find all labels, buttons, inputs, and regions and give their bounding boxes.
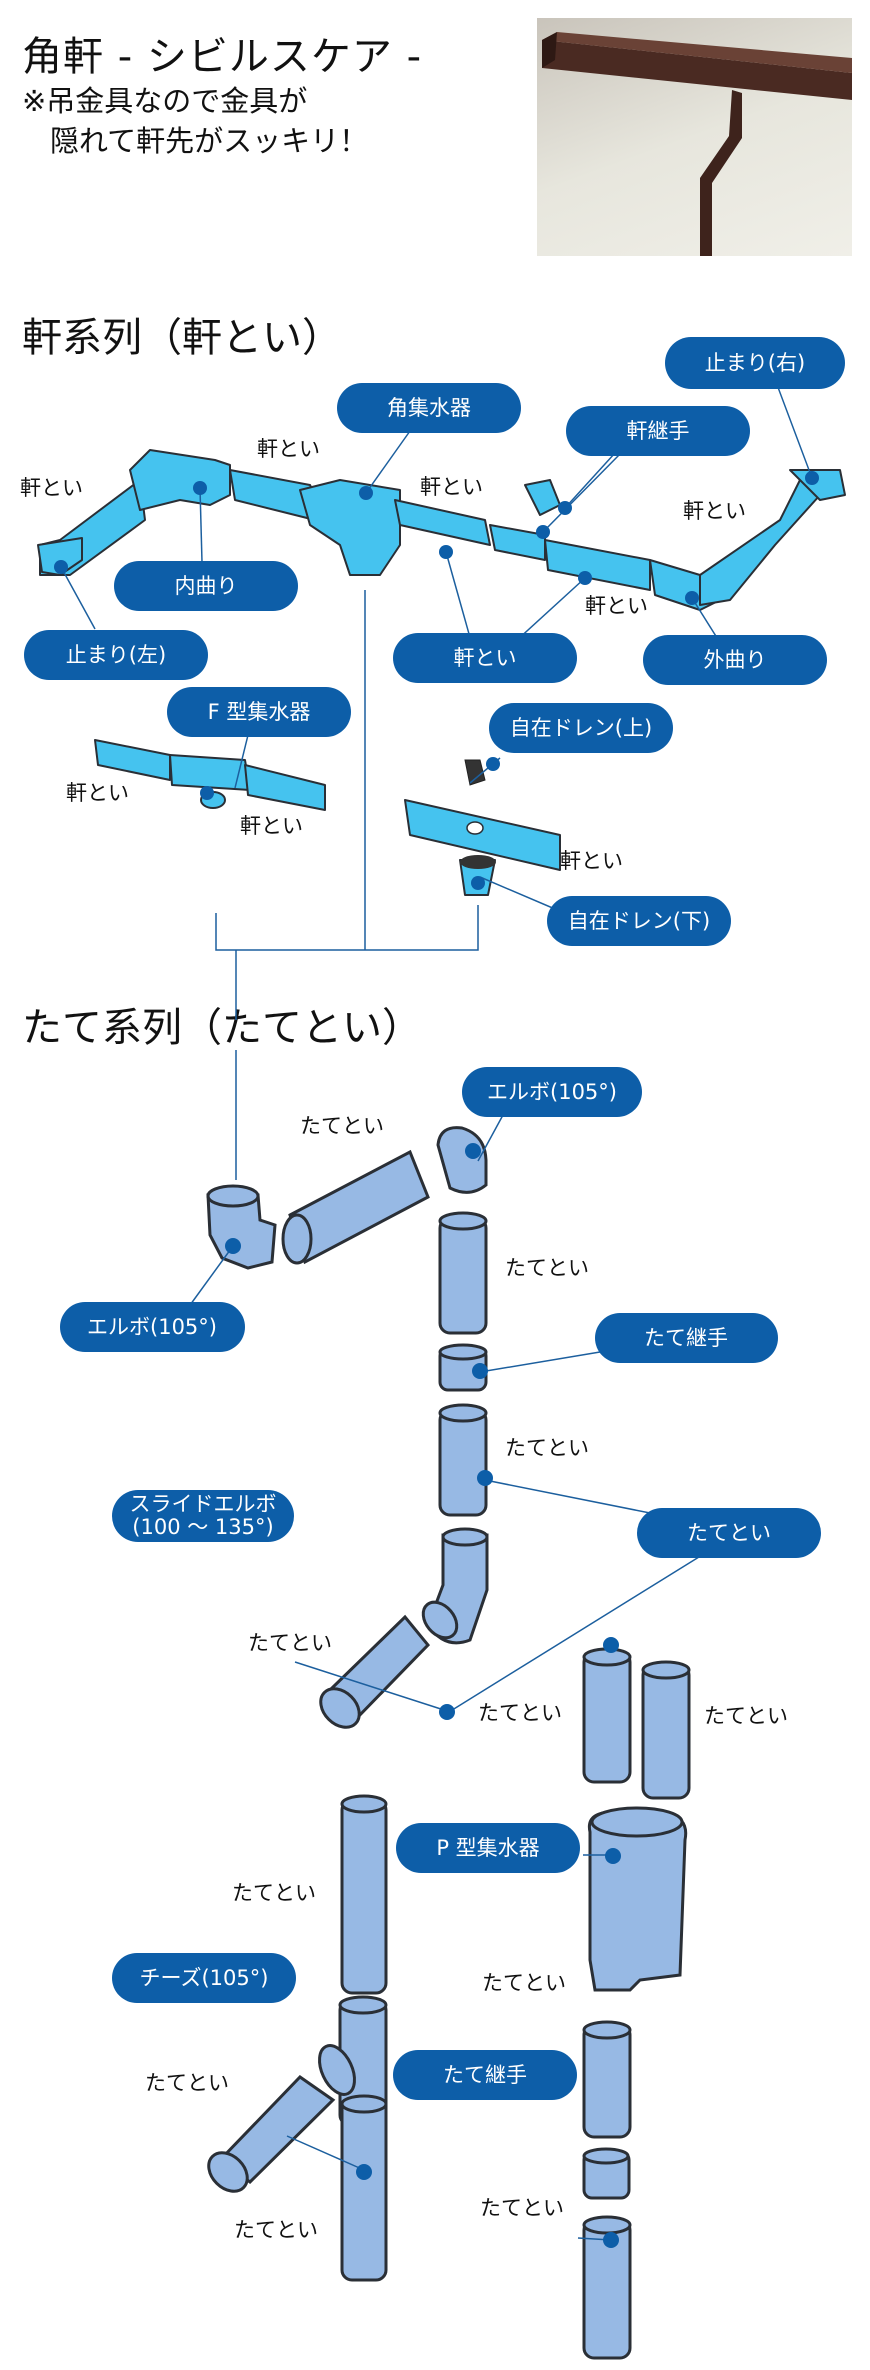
- label-tate-toi: たてとい: [232, 1881, 316, 1905]
- callout-label: P 型集水器: [436, 1836, 539, 1860]
- callout-label: 角集水器: [387, 396, 471, 420]
- dot-tomari-right: [805, 471, 819, 485]
- dot-slide-elbow: [439, 1704, 455, 1720]
- callout-tate-toi: たてとい: [637, 1508, 821, 1558]
- dot-noki-toi-b: [578, 571, 592, 585]
- callout-label: チーズ(105°): [140, 1966, 269, 1990]
- label-noki-toi: 軒とい: [66, 781, 129, 805]
- callout-label: 止まり(右): [705, 351, 805, 375]
- callout-label: エルボ(105°): [487, 1080, 617, 1104]
- callout-f-shusuiki: F 型集水器: [167, 687, 351, 737]
- callout-label: エルボ(105°): [87, 1315, 217, 1339]
- label-tate-toi: たてとい: [505, 1256, 589, 1280]
- dot-tomari-left: [54, 560, 68, 574]
- callout-noki-toi: 軒とい: [393, 633, 577, 683]
- label-tate-toi: たてとい: [145, 2071, 229, 2095]
- callout-p-shusuiki: P 型集水器: [396, 1823, 580, 1873]
- downspout-parts: [206, 1126, 691, 2360]
- callout-label: 自在ドレン(上): [510, 716, 652, 740]
- callout-tate-tsugite-1: たて継手: [595, 1313, 778, 1363]
- callout-elbow-left: エルボ(105°): [60, 1302, 245, 1352]
- label-noki-toi: 軒とい: [560, 849, 623, 873]
- subtitle-line-2: 隠れて軒先がスッキリ！: [50, 124, 369, 158]
- label-tate-toi: たてとい: [234, 2218, 318, 2242]
- dot-drain-down: [471, 876, 485, 890]
- callout-label: 外曲り: [704, 648, 767, 672]
- subtitle-line-1: ※吊金具なので金具が: [22, 84, 308, 118]
- dot-elbow-top: [465, 1143, 481, 1159]
- label-noki-toi: 軒とい: [683, 499, 746, 523]
- drain-assembly: [404, 759, 561, 896]
- callout-cheese: チーズ(105°): [112, 1953, 296, 2003]
- dot-f-shusuiki: [200, 786, 214, 800]
- dot-tate-tsugite-1: [472, 1363, 488, 1379]
- callout-label: スライドエルボ: [130, 1492, 277, 1516]
- callout-jizai-drain-down: 自在ドレン(下): [547, 896, 731, 946]
- label-tate-toi: たてとい: [478, 1701, 562, 1725]
- label-tate-toi: たてとい: [300, 1114, 384, 1138]
- callout-label: 軒とい: [454, 646, 517, 670]
- callout-label: 自在ドレン(下): [568, 909, 710, 933]
- dot-p-shusuiki: [605, 1848, 621, 1864]
- dot-cheese: [356, 2164, 372, 2180]
- label-noki-toi: 軒とい: [420, 475, 483, 499]
- label-noki-toi: 軒とい: [257, 437, 320, 461]
- section-heading-noki: 軒系列（軒とい）: [22, 315, 342, 361]
- label-tate-toi: たてとい: [704, 1704, 788, 1728]
- callout-label: (100 ～ 135°): [132, 1515, 273, 1539]
- eaves-plain-labels: 軒とい: [20, 476, 83, 500]
- label-noki-toi: 軒とい: [20, 476, 83, 500]
- f-collector-assembly: [94, 739, 326, 811]
- callout-label: F 型集水器: [208, 700, 311, 724]
- callout-sotomagari: 外曲り: [643, 635, 827, 685]
- main-title: 角軒 - シビルスケア -: [22, 34, 423, 80]
- callout-jizai-drain-up: 自在ドレン(上): [489, 703, 673, 753]
- callout-uchimagari: 内曲り: [114, 561, 298, 611]
- downspout-callout-dots: [225, 1143, 621, 2248]
- callout-label: たて継手: [644, 1326, 728, 1350]
- dot-tate-toi-b: [603, 1637, 619, 1653]
- callout-label: たてとい: [687, 1521, 771, 1545]
- dot-tsugite-a: [558, 501, 572, 515]
- product-photo: [537, 18, 852, 256]
- label-tate-toi: たてとい: [248, 1631, 332, 1655]
- dot-elbow-left: [225, 1238, 241, 1254]
- callout-kaku-shusuiki: 角集水器: [337, 383, 521, 433]
- dot-tsugite-b: [536, 525, 550, 539]
- dot-kaku-shusuiki: [359, 486, 373, 500]
- eaves-callout-lines: [60, 381, 813, 1020]
- eaves-gutter-assembly: [37, 449, 846, 611]
- label-noki-toi: 軒とい: [585, 594, 648, 618]
- dot-noki-toi-a: [439, 545, 453, 559]
- section-heading-tate: たて系列（たてとい）: [22, 1005, 422, 1051]
- callout-elbow-top: エルボ(105°): [462, 1067, 642, 1117]
- dot-tate-tsugite-2: [603, 2232, 619, 2248]
- callout-tate-tsugite-2: たて継手: [393, 2050, 577, 2100]
- dot-sotomagari: [685, 591, 699, 605]
- callout-label: 内曲り: [175, 574, 238, 598]
- label-tate-toi: たてとい: [482, 1971, 566, 1995]
- label-tate-toi: たてとい: [480, 2196, 564, 2220]
- callout-slide-elbow: スライドエルボ (100 ～ 135°): [112, 1490, 294, 1542]
- downspout-plain-labels: たてとい たてとい たてとい たてとい たてとい たてとい たてとい たてとい …: [145, 1114, 788, 2242]
- callout-noki-tsugite: 軒継手: [566, 406, 750, 456]
- callout-label: 止まり(左): [66, 643, 166, 667]
- dot-tate-toi-a: [477, 1470, 493, 1486]
- label-noki-toi: 軒とい: [240, 814, 303, 838]
- callout-tomari-right: 止まり(右): [665, 337, 845, 389]
- brown-gutter-photo-illustration: [542, 32, 852, 256]
- callout-label: 軒継手: [627, 419, 690, 443]
- callout-label: たて継手: [443, 2063, 527, 2087]
- dot-drain-up: [486, 757, 500, 771]
- callout-tomari-left: 止まり(左): [24, 630, 208, 680]
- dot-uchimagari: [193, 481, 207, 495]
- eaves-callout-dots: [54, 471, 819, 890]
- label-tate-toi: たてとい: [505, 1436, 589, 1460]
